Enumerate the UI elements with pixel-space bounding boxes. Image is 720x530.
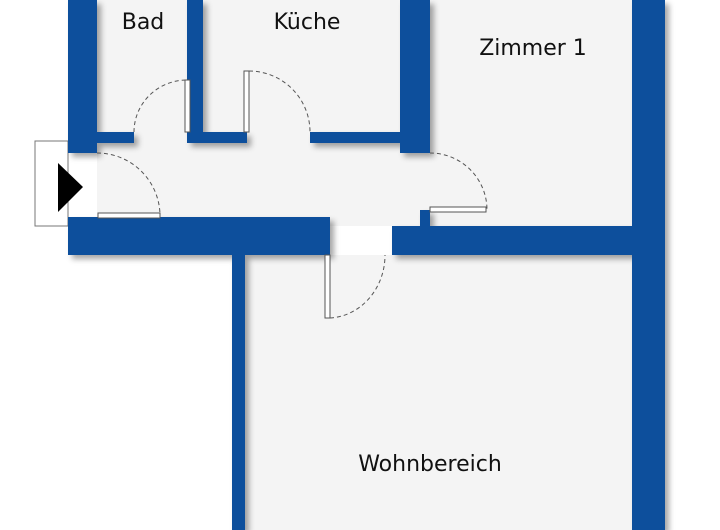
walls: [68, 0, 665, 530]
door-entrance: [96, 152, 161, 219]
wall-bad-left: [68, 0, 97, 153]
wall-hall-bottom: [68, 217, 330, 255]
floor-upper: [97, 0, 632, 226]
wall-kueche-right: [400, 0, 430, 153]
wall-right: [632, 0, 665, 530]
doors: [96, 70, 488, 319]
door-wohnbereich: [324, 254, 386, 319]
room-floors: [97, 0, 633, 530]
room-label-zimmer1: Zimmer 1: [479, 36, 587, 61]
wall-zimmer1-bottom: [392, 226, 632, 255]
entrance-arrow-icon: [58, 163, 83, 212]
floor-wohnbereich: [245, 255, 633, 530]
wall-bad-kueche: [187, 0, 203, 143]
wall-kueche-bottom-right: [310, 132, 430, 143]
door-kueche: [243, 70, 311, 133]
wall-bad-bottom: [97, 132, 134, 143]
wall-kueche-bottom-left: [187, 132, 247, 143]
room-label-bad: Bad: [121, 10, 165, 35]
wall-zimmer1-jamb: [420, 210, 430, 226]
door-bad: [133, 79, 191, 133]
door-zimmer1: [429, 152, 488, 213]
room-label-wohnbereich: Wohnbereich: [358, 452, 502, 477]
wall-wohnbereich-left: [232, 255, 245, 530]
room-label-kueche: Küche: [273, 10, 341, 35]
